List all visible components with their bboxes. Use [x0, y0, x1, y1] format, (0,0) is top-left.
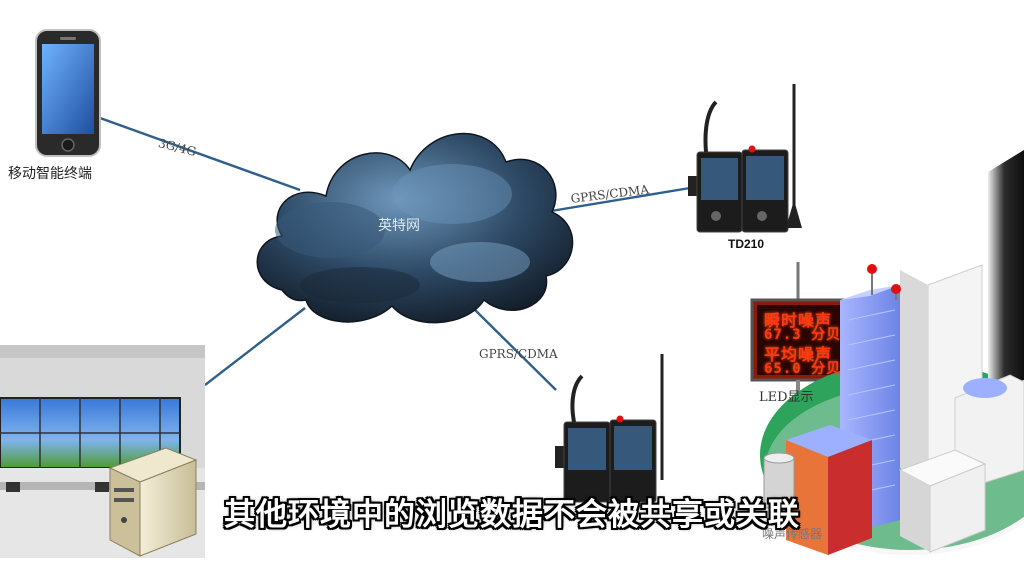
- smartphone-icon: [35, 29, 101, 157]
- gateway-model-label: TD210: [728, 237, 765, 251]
- link-label-gprs-bottom: GPRS/CDMA: [479, 347, 558, 361]
- link-cloud-control-room: [204, 307, 306, 386]
- link-cloud-gateway-bottom: [469, 304, 557, 391]
- cloud-label: 英特网: [378, 218, 420, 234]
- phone-label: 移动智能终端: [8, 166, 92, 182]
- link-cloud-gateway-top: [544, 186, 691, 214]
- gateway-device-top-icon: [688, 84, 802, 233]
- led-line-4: 65.0 分贝: [764, 361, 842, 377]
- link-lines: [99, 116, 691, 391]
- city-buildings-illustration: [760, 150, 1024, 555]
- link-phone-cloud: [99, 116, 301, 192]
- led-display-board: [750, 262, 854, 460]
- internet-cloud-icon: [256, 132, 574, 324]
- led-line-1: 瞬时噪声: [764, 311, 833, 330]
- led-display-label: LED显示: [759, 390, 814, 405]
- server-computer-icon: [108, 447, 198, 557]
- video-subtitle: 其他环境中的浏览数据不会被共享或关联: [224, 497, 800, 533]
- led-line-2: 67.3 分贝: [764, 327, 842, 343]
- gateway-device-bottom-icon: [555, 354, 664, 503]
- led-line-3: 平均噪声: [764, 345, 833, 364]
- sensor-label: 噪声传感器: [762, 527, 823, 541]
